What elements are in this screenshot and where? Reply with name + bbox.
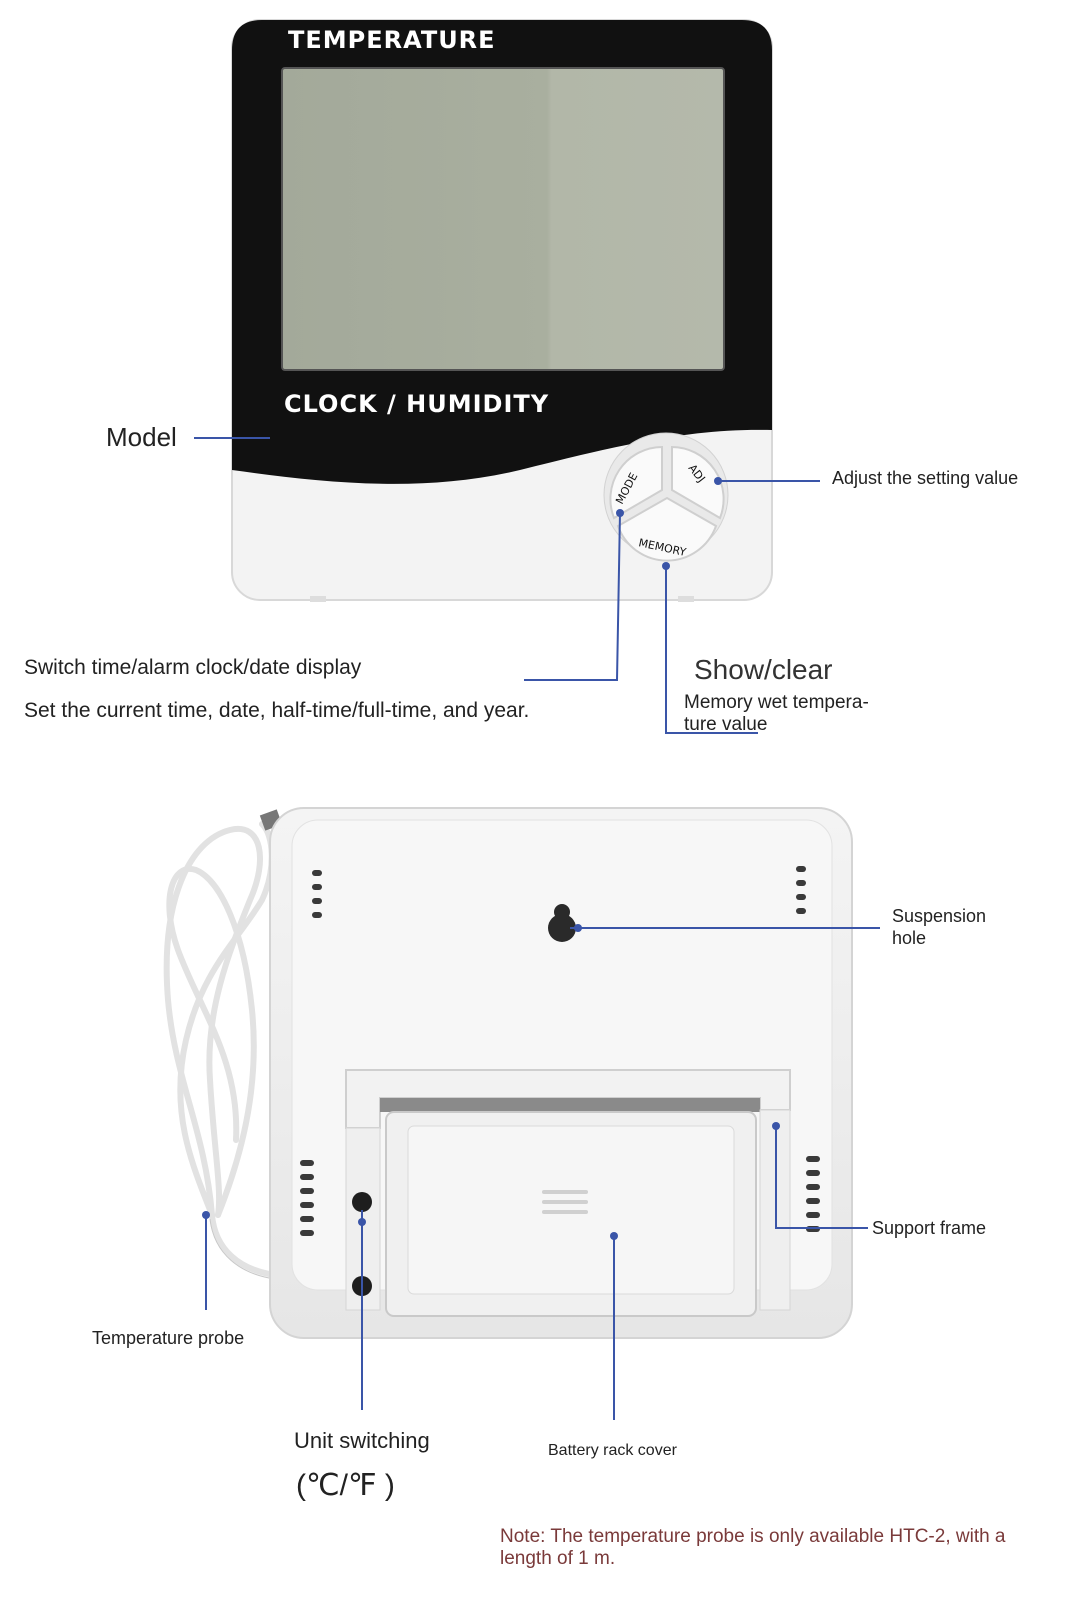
show-clear-label: Show/clear: [694, 654, 833, 685]
battery-cover-label: Battery rack cover: [548, 1442, 677, 1459]
device-foot-right: [678, 596, 694, 602]
memory-label-line2: ture value: [684, 714, 768, 735]
suspension-hole: [548, 904, 576, 942]
suspension-label-line2: hole: [892, 928, 927, 948]
bezel-top-label: TEMPERATURE: [288, 26, 496, 54]
lcd-screen: [281, 67, 725, 371]
unit-symbols-label: (℃/℉ ): [296, 1469, 395, 1502]
memory-callout-line: [665, 566, 758, 734]
probe-note: Note: The temperature probe is only avai…: [500, 1526, 1006, 1569]
device-foot-left: [310, 596, 326, 602]
unit-switch-hole-top[interactable]: [352, 1192, 372, 1212]
mode-button[interactable]: [609, 445, 663, 520]
unit-switching-label: Unit switching: [294, 1428, 430, 1453]
memory-button[interactable]: [616, 496, 718, 562]
memory-label-line1: Memory wet tempera-: [684, 692, 869, 713]
adjust-label: Adjust the setting value: [832, 468, 1019, 488]
temperature-probe-label: Temperature probe: [92, 1328, 245, 1348]
adj-button[interactable]: [671, 445, 725, 520]
support-frame-label: Support frame: [872, 1218, 987, 1238]
mode-callout-line: [524, 512, 621, 681]
probe-cable: [163, 821, 278, 1278]
model-label: Model: [106, 422, 177, 452]
switch-display-label: Switch time/alarm clock/date display: [24, 656, 362, 679]
back-callout-lines: [205, 927, 880, 1420]
probe-cable-shadow: [209, 1218, 276, 1280]
support-frame-callout-line: [775, 1126, 868, 1229]
suspension-label-line1: Suspension: [892, 906, 987, 926]
front-callout-dots: [616, 477, 722, 570]
battery-cover: [385, 1111, 757, 1317]
set-time-label: Set the current time, date, half-time/fu…: [24, 699, 530, 722]
button-cluster: MODE ADJ MEMORY: [603, 432, 729, 562]
thermometer-front: MODE ADJ MEMORY: [231, 19, 773, 602]
front-callout-lines: [194, 437, 820, 734]
thermometer-back: [163, 807, 853, 1339]
back-callout-dots: [202, 924, 780, 1240]
bezel-bottom-label: CLOCK / HUMIDITY: [284, 390, 550, 418]
